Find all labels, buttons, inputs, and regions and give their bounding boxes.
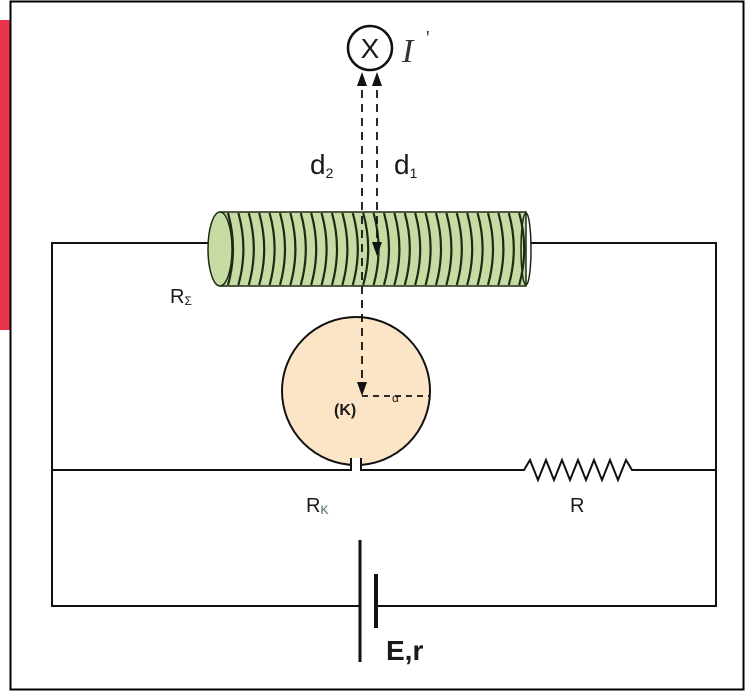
solenoid-winding <box>445 212 453 286</box>
d1-label: d1 <box>394 149 418 181</box>
resistor <box>514 457 642 483</box>
solenoid <box>207 211 532 287</box>
circuit-wires <box>51 242 717 607</box>
distance-d1-arrow <box>372 72 382 256</box>
solenoid-winding <box>237 212 245 286</box>
solenoid-winding <box>414 212 422 286</box>
loop-radius-label: α <box>392 391 399 405</box>
solenoid-winding <box>247 212 255 286</box>
solenoid-winding <box>330 212 339 286</box>
current-prime: ' <box>426 27 430 49</box>
solenoid-winding <box>382 212 391 286</box>
current-symbol-x: X <box>361 33 380 64</box>
solenoid-winding <box>424 212 432 286</box>
battery-label: E,r <box>386 635 423 666</box>
current-into-page-symbol: X <box>346 24 394 72</box>
solenoid-winding <box>362 212 370 286</box>
solenoid-winding <box>320 212 328 286</box>
solenoid-winding <box>278 212 287 286</box>
loop-resistance-label: RK <box>306 495 328 517</box>
solenoid-winding <box>289 212 297 286</box>
solenoid-resistance-label: RΣ <box>170 286 192 308</box>
battery <box>350 540 378 662</box>
solenoid-winding <box>497 212 505 286</box>
solenoid-winding <box>393 212 401 286</box>
accent-bar <box>0 20 10 330</box>
solenoid-winding <box>518 212 526 286</box>
solenoid-winding <box>299 212 307 286</box>
d2-label: d2 <box>310 149 334 181</box>
current-label: I <box>401 33 415 70</box>
solenoid-winding <box>476 212 484 286</box>
circular-loop <box>281 316 431 470</box>
solenoid-winding <box>403 212 411 286</box>
solenoid-winding <box>258 212 266 286</box>
solenoid-winding <box>455 212 463 286</box>
resistor-label: R <box>570 495 584 517</box>
solenoid-winding <box>507 212 515 286</box>
loop-label: (K) <box>334 402 356 419</box>
solenoid-winding <box>341 212 349 286</box>
solenoid-winding <box>268 212 276 286</box>
figure-frame <box>9 0 745 691</box>
distance-d2-arrow <box>357 72 367 396</box>
solenoid-winding <box>466 212 474 286</box>
solenoid-winding <box>351 212 359 286</box>
solenoid-winding <box>486 212 495 286</box>
solenoid-winding <box>226 212 235 286</box>
solenoid-winding <box>434 212 443 286</box>
solenoid-winding <box>310 212 318 286</box>
